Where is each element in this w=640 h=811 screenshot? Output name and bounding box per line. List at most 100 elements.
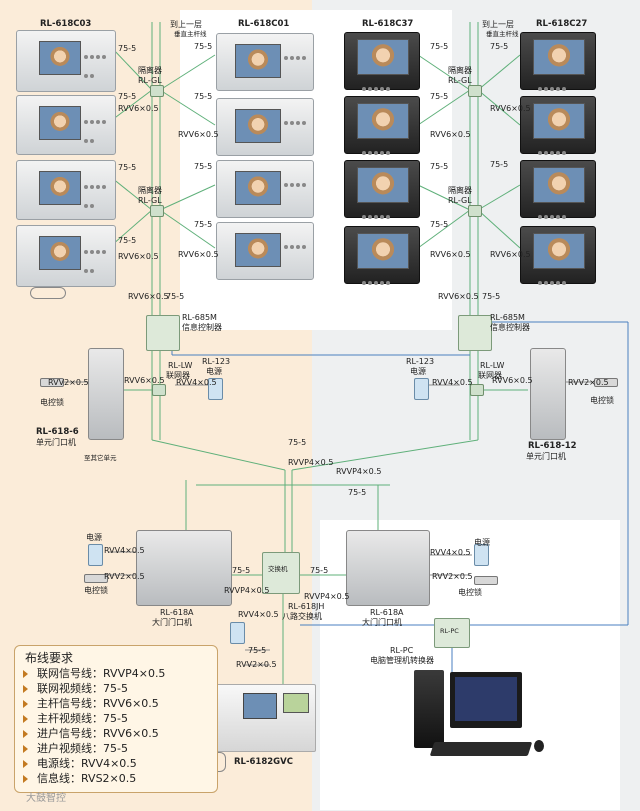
model-label-indoor-b: RL-618C01 — [238, 19, 290, 29]
bullet-icon — [23, 745, 28, 753]
link-node-left — [152, 384, 166, 396]
wire-label-video: 75-5 — [490, 160, 509, 169]
indoor-monitor — [216, 222, 314, 280]
link-right-name: 联网器 — [478, 371, 502, 380]
switch-box-label: 交换机 — [268, 565, 288, 573]
wire-label-signal: RVV6×0.5 — [490, 104, 531, 113]
legend-item: 信息线：RVS2×0.5 — [37, 772, 137, 785]
link-right-code: RL-LW — [480, 361, 505, 370]
indoor-monitor — [16, 95, 116, 155]
main-right-psu-label: 电源 — [474, 538, 490, 547]
wire-label-video: 75-5 — [482, 292, 501, 301]
wire-label-video: 75-5 — [118, 44, 137, 53]
main-door-right-code: RL-618A — [370, 608, 404, 617]
bullet-icon — [23, 700, 28, 708]
info-controller-right-name: 信息控制器 — [490, 323, 530, 332]
wire-label-network: RVVP4×0.5 — [304, 592, 350, 601]
wire-label-video: 75-5 — [348, 488, 367, 497]
eight-way-switch — [262, 552, 300, 594]
main-door-left-name: 大门门口机 — [152, 618, 192, 627]
switch-code: RL-618JH — [288, 602, 325, 611]
wire-label-signal: RVV6×0.5 — [430, 250, 471, 259]
power-supply-main-right — [474, 544, 489, 566]
main-left-lock-label: 电控锁 — [84, 586, 108, 595]
isolator-node — [150, 85, 164, 97]
wiring-requirements-legend: 布线要求 联网信号线：RVVP4×0.5 联网视频线：75-5 主杆信号线：RV… — [14, 645, 218, 793]
isolator-name-right-2: 隔离器 — [448, 186, 472, 195]
indoor-monitor — [216, 33, 314, 91]
up-floor-label-left: 到上一层 — [170, 20, 202, 29]
unit-door-left-name: 单元门口机 — [36, 438, 76, 447]
indoor-monitor — [216, 98, 314, 156]
wire-label-video: 75-5 — [248, 646, 267, 655]
info-controller-right-code: RL-685M — [490, 313, 525, 322]
wire-label-signal: RVV6×0.5 — [178, 130, 219, 139]
legend-title: 布线要求 — [25, 651, 74, 665]
isolator-name-right-1: 隔离器 — [448, 66, 472, 75]
psu-left-name: 电源 — [206, 367, 222, 376]
wire-label-power: RVV4×0.5 — [238, 610, 279, 619]
wire-label-video: 75-5 — [118, 92, 137, 101]
isolator-node — [468, 85, 482, 97]
main-door-left-code: RL-618A — [160, 608, 194, 617]
wire-label-video: 75-5 — [288, 438, 307, 447]
riser-label-left: 垂直主杆线 — [174, 30, 207, 38]
indoor-monitor — [520, 160, 596, 219]
main-right-lock-label: 电控锁 — [458, 588, 482, 597]
pc-converter-code: RL-PC — [390, 646, 414, 655]
isolator-code-right-2: RL-GL — [448, 196, 472, 205]
info-controller-left — [146, 315, 180, 351]
bullet-icon — [23, 685, 28, 693]
wire-label-signal: RVV6×0.5 — [118, 104, 159, 113]
main-door-station-right — [346, 530, 430, 606]
indoor-monitor — [16, 160, 116, 220]
legend-item: 主杆信号线：RVV6×0.5 — [37, 697, 159, 710]
power-supply-right — [414, 378, 429, 400]
wire-label-video: 75-5 — [118, 236, 137, 245]
wire-label-signal: RVV6×0.5 — [492, 376, 533, 385]
legend-item: 联网视频线：75-5 — [37, 682, 128, 695]
wire-label-signal: RVV6×0.5 — [128, 292, 169, 301]
bullet-icon — [23, 670, 28, 678]
electric-lock-main-left — [84, 574, 108, 583]
pc-converter — [434, 618, 470, 648]
indoor-monitor — [344, 32, 420, 91]
power-supply-center — [230, 622, 245, 644]
riser-label-right: 垂直主杆线 — [486, 30, 519, 38]
switch-name: 八路交换机 — [282, 612, 322, 621]
wire-label-video: 75-5 — [430, 42, 449, 51]
power-supply-main-left — [88, 544, 103, 566]
management-center-console — [206, 684, 316, 752]
wire-label-lock: RVV2×0.5 — [432, 572, 473, 581]
isolator-node — [468, 205, 482, 217]
link-left-code: RL-LW — [168, 361, 193, 370]
bullet-icon — [23, 715, 28, 723]
legend-item: 进户视频线：75-5 — [37, 742, 128, 755]
isolator-node — [150, 205, 164, 217]
main-door-right-name: 大门门口机 — [362, 618, 402, 627]
wire-label-lock: RVV2×0.5 — [48, 378, 89, 387]
watermark: 大鼓智控 — [26, 793, 66, 804]
unit-door-station-left — [88, 348, 124, 440]
bullet-icon — [23, 775, 28, 783]
wire-label-video: 75-5 — [194, 220, 213, 229]
computer-monitor — [450, 672, 522, 728]
legend-item: 进户信号线：RVV6×0.5 — [37, 727, 159, 740]
psu-right-name: 电源 — [410, 367, 426, 376]
wire-label-network: RVVP4×0.5 — [224, 586, 270, 595]
wire-label-video: 75-5 — [232, 566, 251, 575]
power-supply-left — [208, 378, 223, 400]
wire-label-lock: RVV2×0.5 — [104, 572, 145, 581]
main-left-psu-label: 电源 — [86, 533, 102, 542]
wire-label-video: 75-5 — [166, 292, 185, 301]
wire-label-video: 75-5 — [430, 220, 449, 229]
electric-lock-right — [594, 378, 618, 387]
wire-label-signal: RVV6×0.5 — [178, 250, 219, 259]
up-floor-label-right: 到上一层 — [482, 20, 514, 29]
wire-label-lock: RVV2×0.5 — [568, 378, 609, 387]
info-controller-right — [458, 315, 492, 351]
psu-right-code: RL-123 — [406, 357, 435, 366]
keyboard — [429, 742, 533, 756]
wire-label-network: RVVP4×0.5 — [288, 458, 334, 467]
